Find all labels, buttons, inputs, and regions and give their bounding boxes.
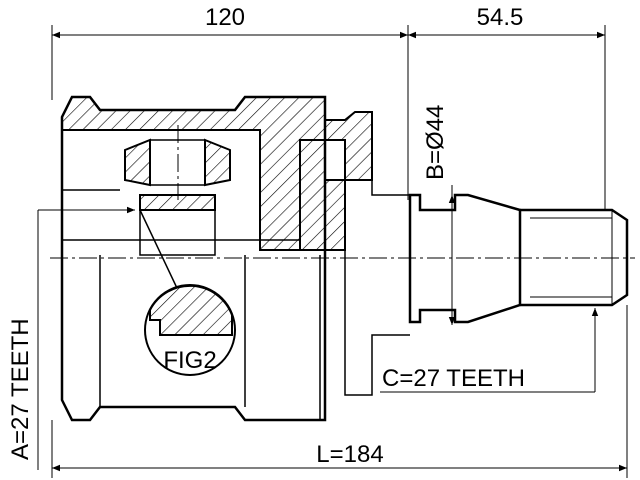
extension-lines — [51, 25, 628, 478]
dim-label-left-teeth: A=27 TEETH — [7, 318, 34, 460]
dim-label-length: L=184 — [316, 441, 383, 468]
dim-label-right-teeth: C=27 TEETH — [382, 365, 525, 392]
fig2-detail: FIG2 — [144, 284, 236, 376]
fig2-label: FIG2 — [163, 347, 216, 374]
ball-cage — [124, 125, 231, 306]
stem-shaft — [408, 193, 629, 324]
dim-label-120: 120 — [205, 4, 245, 31]
dim-label-54-5: 54.5 — [477, 4, 524, 31]
dim-label-diameter: B=Ø44 — [422, 105, 449, 180]
outer-housing — [60, 95, 410, 422]
